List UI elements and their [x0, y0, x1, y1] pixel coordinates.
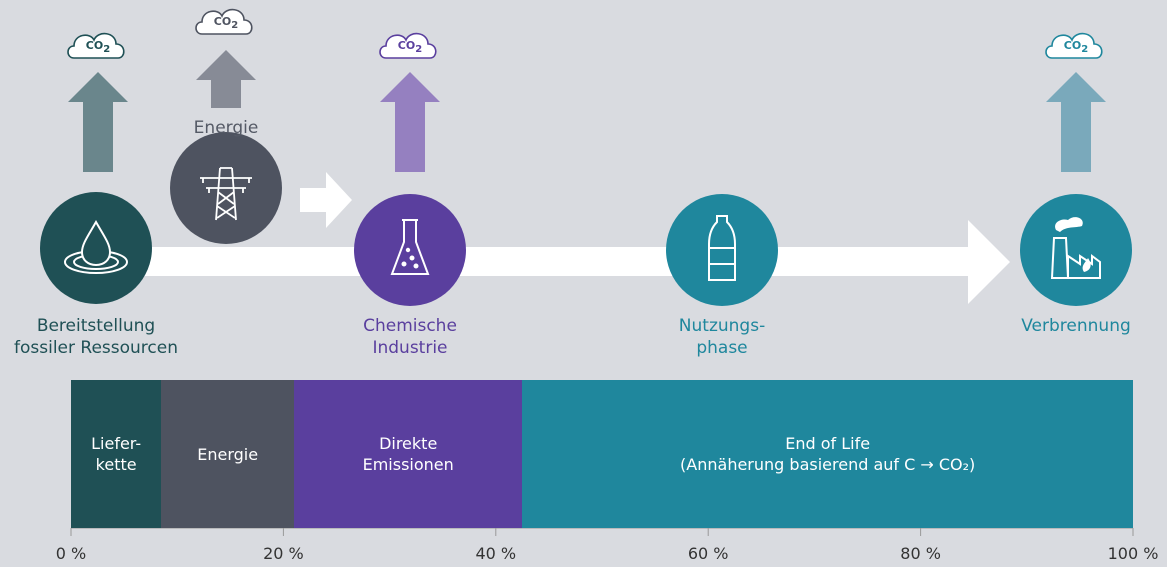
co2-cloud-eol	[1045, 32, 1103, 59]
bar-segment-end-of-life: End of Life (Annäherung basierend auf C …	[522, 380, 1133, 528]
oil-drop-icon	[64, 219, 128, 274]
co2-cloud-chemical	[379, 32, 437, 59]
bar-segment-direct-emissions: Direkte Emissionen	[294, 380, 523, 528]
flask-icon	[390, 219, 430, 275]
x-axis-tick-label: 40 %	[475, 544, 517, 563]
co2-arrow-energy	[196, 50, 256, 108]
co2-label-chemical: CO2	[397, 39, 423, 55]
x-axis-tick-label: 80 %	[900, 544, 941, 563]
use-stage-label: Nutzungs- phase	[678, 316, 766, 358]
x-axis-tick-label: 0 %	[55, 544, 87, 563]
co2-label-eol: CO2	[1063, 39, 1089, 55]
x-axis-tick-label: 60 %	[687, 544, 729, 563]
bar-segment-label: Liefer- kette	[91, 434, 142, 474]
x-axis-tick-label: 20 %	[263, 544, 304, 563]
fossil-stage-label: Bereitstellung fossiler Ressourcen	[14, 316, 178, 358]
bottle-icon	[708, 215, 736, 281]
co2-arrow-eol	[1046, 72, 1106, 172]
factory-icon	[1050, 217, 1101, 279]
bar-segment-label: Direkte Emissionen	[362, 434, 454, 474]
co2-label-energy: CO2	[213, 15, 239, 31]
bar-segment-label: Energie	[197, 444, 259, 464]
bar-segment-supply-chain: Liefer- kette	[71, 380, 162, 528]
power-pylon-icon	[200, 167, 252, 221]
co2-label-fossil: CO2	[85, 39, 111, 55]
incineration-circle	[1020, 194, 1132, 306]
incineration-stage-label: Verbrennung	[1021, 316, 1131, 336]
energy-to-chemical-arrow	[300, 172, 352, 228]
energy-stage-label: Energie	[193, 118, 259, 138]
x-axis-tick-label: 100 %	[1107, 544, 1159, 563]
bar-segment-energy: Energie	[161, 380, 295, 528]
bar-segment-label: End of Life (Annäherung basierend auf C …	[680, 434, 976, 474]
co2-cloud-fossil	[67, 32, 125, 59]
use-circle	[666, 194, 778, 306]
chemical-stage-label: Chemische Industrie	[363, 316, 457, 358]
co2-arrow-chemical	[380, 72, 440, 172]
flow-arrow	[110, 220, 1010, 304]
co2-arrow-fossil	[68, 72, 128, 172]
co2-cloud-energy	[195, 8, 253, 35]
